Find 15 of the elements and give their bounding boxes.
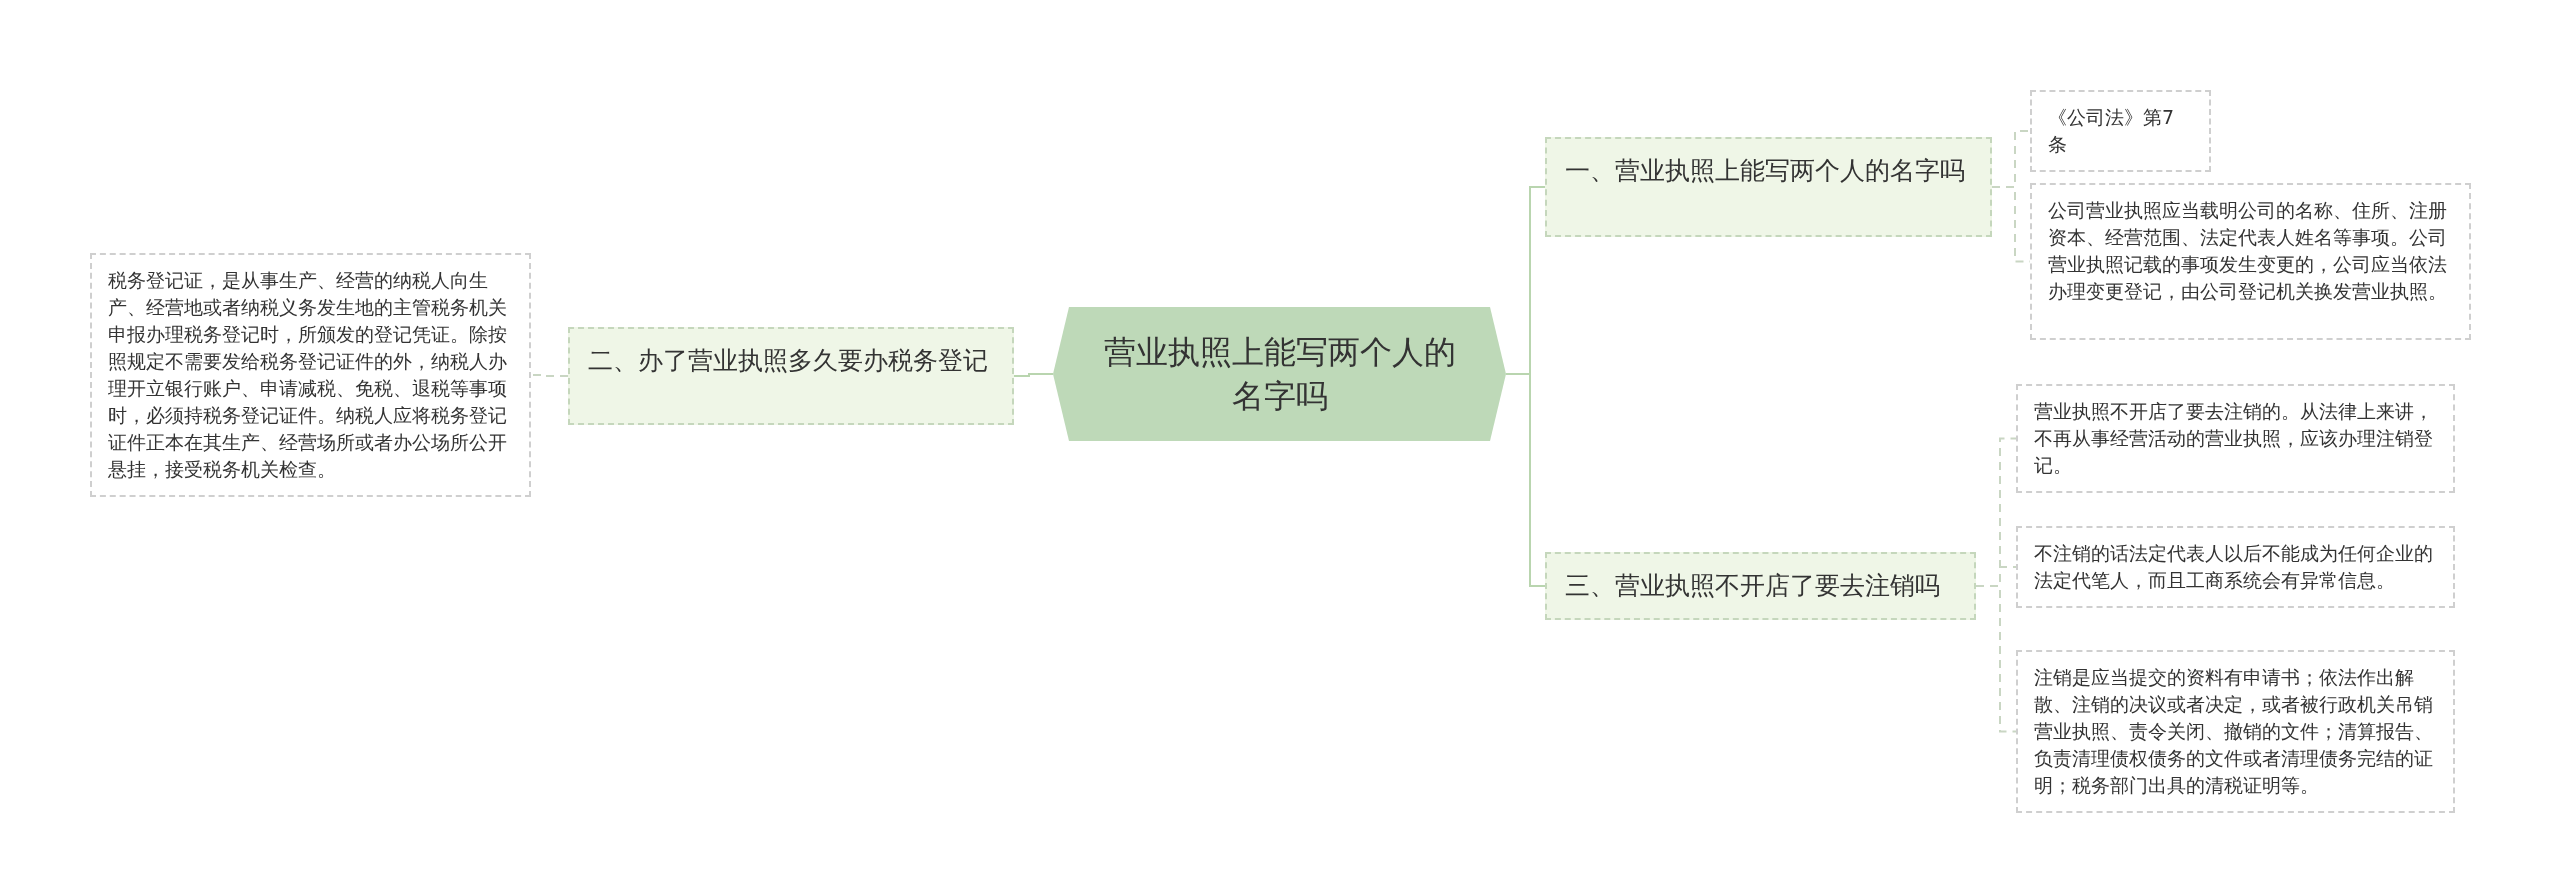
note-box: 不注销的话法定代表人以后不能成为任何企业的法定代笔人，而且工商系统会有异常信息。 <box>2016 526 2455 608</box>
connector <box>1013 373 1054 377</box>
topic-title: 营业执照上能写两个人的名字吗 <box>1102 332 1457 417</box>
connector <box>1505 373 1546 587</box>
connector <box>1975 585 2017 733</box>
topic-hexagon <box>1053 307 1506 441</box>
note-box: 公司营业执照应当载明公司的名称、住所、注册资本、经营范围、法定代表人姓名等事项。公司营业执照记载的事项发生变更的，公司应当依法办理变更登记，由公司登记机关换发营业执照。 <box>2030 183 2471 340</box>
note-box: 《公司法》第7条 <box>2030 90 2211 172</box>
branch-box: 一、营业执照上能写两个人的名字吗 <box>1545 137 1992 237</box>
note-box: 营业执照不开店了要去注销的。从法律上来讲，不再从事经营活动的营业执照，应该办理注销登记。 <box>2016 384 2455 493</box>
note-box: 注销是应当提交的资料有申请书；依法作出解散、注销的决议或者决定，或者被行政机关吊销营业执照、责令关闭、撤销的文件；清算报告、负责清理债权债务的文件或者清理债务完结的证明；税务部门出具的清税证明等。 <box>2016 650 2455 813</box>
branch-box: 二、办了营业执照多久要办税务登记 <box>568 327 1014 425</box>
note-box: 税务登记证，是从事生产、经营的纳税人向生产、经营地或者纳税义务发生地的主管税务机关申报办理税务登记时，所颁发的登记凭证。除按照规定不需要发给税务登记证件的外，纳税人办理开立银行账户、申请减税、免税、退税等事项时，必须持税务登记证件。纳税人应将税务登记证件正本在其生产、经营场所或者办公场所公开悬挂，接受税务机关检查。 <box>90 253 531 497</box>
connector <box>530 374 569 377</box>
branch-box: 三、营业执照不开店了要去注销吗 <box>1545 552 1976 620</box>
